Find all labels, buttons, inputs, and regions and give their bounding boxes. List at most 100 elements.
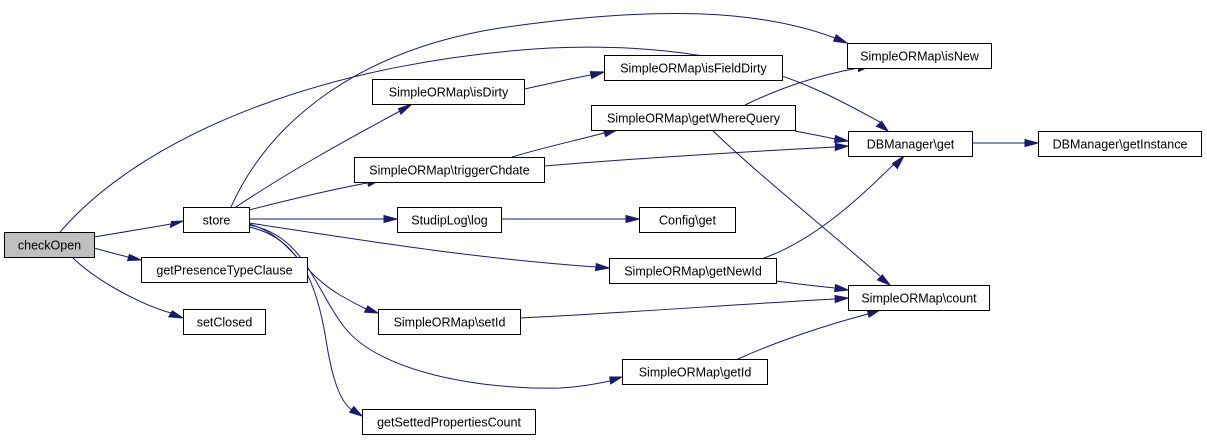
edge-store-to-getNewId (248, 222, 611, 272)
node-isFieldDirty[interactable]: SimpleORMap\isFieldDirty (604, 55, 783, 81)
node-setId[interactable]: SimpleORMap\setId (378, 309, 521, 335)
edge-line (794, 130, 836, 140)
node-box[interactable] (372, 79, 525, 105)
arrowhead (609, 376, 624, 385)
node-label: checkOpen (18, 239, 81, 253)
arrowhead (348, 405, 364, 417)
edge-store-to-getSettedPropertiesCount (248, 226, 364, 417)
node-label: DBManager\getInstance (1053, 138, 1188, 152)
node-box[interactable] (378, 309, 521, 335)
node-configGet[interactable]: Config\get (639, 207, 736, 233)
edge-line (523, 74, 592, 90)
node-log[interactable]: StudipLog\log (397, 207, 502, 233)
node-setClosed[interactable]: setClosed (183, 309, 266, 335)
edge-line (737, 313, 869, 360)
node-checkOpen[interactable]: checkOpen (4, 232, 95, 258)
node-isDirty[interactable]: SimpleORMap\isDirty (372, 79, 525, 105)
edge-line (248, 182, 368, 211)
node-box[interactable] (183, 207, 250, 233)
edge-setId-to-count (519, 294, 850, 319)
node-label: SimpleORMap\count (861, 292, 977, 306)
arrowhead (866, 309, 882, 318)
arrowhead (383, 214, 399, 224)
edge-store-to-isNew (230, 12, 849, 208)
edge-line (775, 280, 836, 289)
edge-line (248, 223, 367, 310)
arrowhead (126, 253, 142, 262)
edge-dbGet-to-getInstance (972, 138, 1040, 148)
edge-isDirty-to-isFieldDirty (523, 71, 606, 90)
edge-line (59, 46, 881, 233)
node-label: SimpleORMap\isFieldDirty (620, 62, 767, 76)
edge-store-to-triggerChdate (248, 179, 381, 211)
arrowhead (891, 154, 906, 170)
node-box[interactable] (847, 43, 992, 69)
node-getNewId[interactable]: SimpleORMap\getNewId (609, 258, 777, 284)
edge-line (511, 132, 605, 158)
node-label: SimpleORMap\getWhereQuery (607, 112, 781, 126)
node-label: store (203, 214, 231, 228)
node-label: Config\get (659, 214, 717, 228)
node-dbGet[interactable]: DBManager\get (848, 131, 973, 157)
node-label: SimpleORMap\triggerChdate (369, 164, 530, 178)
node-box[interactable] (639, 207, 736, 233)
node-getPresenceTypeClause[interactable]: getPresenceTypeClause (141, 257, 308, 283)
node-getInstance[interactable]: DBManager\getInstance (1038, 131, 1202, 157)
edge-checkOpen-to-setClosed (71, 256, 185, 319)
arrowhead (589, 71, 606, 80)
node-label: SimpleORMap\isDirty (389, 86, 509, 100)
node-box[interactable] (362, 409, 536, 435)
edge-store-to-getId (248, 224, 624, 389)
edge-line (71, 256, 172, 314)
node-box[interactable] (591, 105, 796, 131)
node-box[interactable] (609, 258, 777, 284)
edge-store-to-log (249, 214, 399, 224)
node-store[interactable]: store (183, 207, 250, 233)
node-getId[interactable]: SimpleORMap\getId (622, 359, 768, 385)
node-count[interactable]: SimpleORMap\count (848, 285, 990, 311)
node-box[interactable] (1038, 131, 1202, 157)
edge-line (543, 146, 836, 167)
edge-getWhereQuery-to-count (711, 129, 892, 287)
arrowhead (834, 134, 850, 144)
node-label: StudipLog\log (411, 214, 488, 228)
node-box[interactable] (848, 131, 973, 157)
edge-line (93, 223, 172, 238)
edges-layer (59, 12, 1040, 417)
arrowhead (1024, 138, 1040, 148)
node-label: SimpleORMap\isNew (860, 50, 980, 64)
edge-log-to-configGet (501, 214, 641, 224)
edge-line (248, 226, 353, 411)
node-triggerChdate[interactable]: SimpleORMap\triggerChdate (354, 157, 545, 183)
edge-getNewId-to-count (775, 280, 850, 293)
node-box[interactable] (848, 285, 990, 311)
arrowhead (834, 142, 850, 152)
edge-triggerChdate-to-dbGet (543, 142, 850, 167)
node-label: setClosed (197, 316, 253, 330)
node-box[interactable] (4, 232, 95, 258)
edge-triggerChdate-to-getWhereQuery (511, 129, 619, 158)
edge-getWhereQuery-to-dbGet (794, 130, 850, 144)
node-getSettedPropertiesCount[interactable]: getSettedPropertiesCount (362, 409, 536, 435)
arrowhead (169, 220, 184, 229)
edge-line (230, 12, 836, 208)
edge-checkOpen-to-dbGet (59, 46, 890, 233)
node-box[interactable] (604, 55, 783, 81)
arrowhead (625, 214, 641, 224)
node-box[interactable] (622, 359, 768, 385)
edge-checkOpen-to-store (93, 220, 184, 238)
node-getWhereQuery[interactable]: SimpleORMap\getWhereQuery (591, 105, 796, 131)
arrowhead (876, 274, 892, 287)
node-box[interactable] (354, 157, 545, 183)
node-label: getPresenceTypeClause (156, 264, 292, 278)
arrowhead (397, 103, 413, 115)
node-box[interactable] (183, 309, 266, 335)
arrowhead (832, 34, 849, 44)
node-box[interactable] (397, 207, 502, 233)
edge-store-to-setId (248, 223, 380, 314)
node-box[interactable] (141, 257, 308, 283)
node-isNew[interactable]: SimpleORMap\isNew (847, 43, 992, 69)
node-label: getSettedPropertiesCount (377, 416, 521, 430)
node-label: DBManager\get (867, 138, 955, 152)
node-label: SimpleORMap\setId (394, 316, 506, 330)
